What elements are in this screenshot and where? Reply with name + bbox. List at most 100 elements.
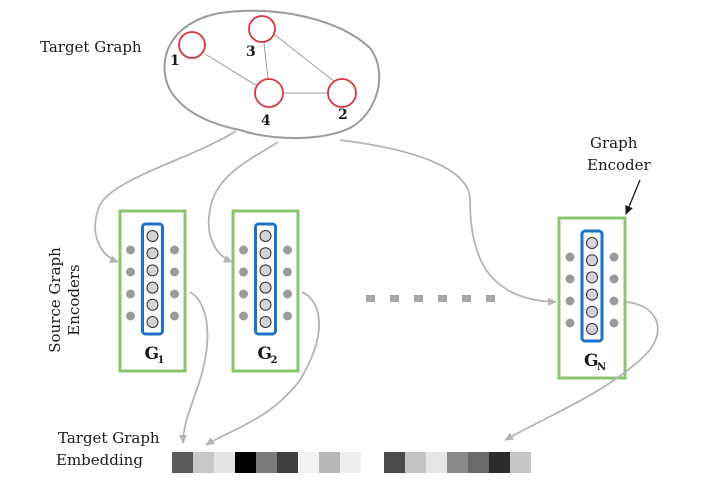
graph-encoder-label-1: Graph	[590, 134, 638, 152]
input-dot	[126, 245, 135, 255]
encoder-subscript: 1	[158, 355, 165, 366]
source-encoders-label-1: Source Graph	[46, 247, 64, 353]
encoder-subscript: N	[597, 362, 606, 373]
neuron	[146, 316, 159, 328]
embedding-cell	[298, 452, 319, 473]
ellipsis-dot	[390, 295, 399, 302]
embedding-cell	[235, 452, 256, 473]
graph-encoder-label-2: Encoder	[587, 156, 652, 174]
graph-node-2-label: 2	[338, 107, 348, 123]
input-dot	[126, 311, 135, 321]
output-dot	[609, 296, 619, 306]
graph-node-1	[178, 31, 206, 59]
output-dot	[283, 267, 292, 277]
input-dot	[126, 289, 135, 299]
edge-3-4	[263, 42, 269, 80]
source-encoders-label-2: Encoders	[65, 264, 83, 335]
encoder-label: G	[258, 344, 273, 364]
input-dot	[565, 274, 575, 284]
input-dot	[565, 296, 575, 306]
arrow-from-encoder-1	[179, 291, 209, 444]
output-dot	[170, 267, 179, 277]
output-dot	[609, 252, 619, 262]
embedding-cell	[256, 452, 277, 473]
encoder-2: G2	[231, 209, 300, 373]
embedding-vector	[172, 452, 531, 473]
embedding-cell	[489, 452, 510, 473]
input-dot	[239, 289, 248, 299]
graph-edges	[204, 34, 336, 94]
neuron	[586, 323, 598, 335]
output-dot	[170, 245, 179, 255]
arrow-from-encoder-2	[205, 291, 321, 446]
embedding-cell	[277, 452, 298, 473]
neuron	[146, 247, 159, 260]
neuron	[146, 281, 159, 294]
graph-node-4	[254, 78, 284, 108]
neuron	[259, 316, 272, 328]
input-dot	[239, 311, 248, 321]
embedding-cell	[193, 452, 214, 473]
neuron	[259, 247, 272, 260]
embedding-cell	[214, 452, 235, 473]
neuron	[586, 237, 598, 249]
graph-encoder-pointer	[625, 179, 641, 215]
neuron	[259, 230, 272, 242]
target-graph-label: Target Graph	[40, 38, 142, 56]
ellipsis-dot	[366, 295, 375, 302]
arrow-from-encoder-n	[504, 301, 659, 441]
output-dot	[283, 311, 292, 321]
graph-nodes	[178, 15, 357, 108]
neuron	[259, 281, 272, 294]
input-dot	[239, 245, 248, 255]
encoder-label: G	[584, 351, 599, 371]
edge-1-4	[204, 53, 258, 87]
output-dot	[170, 289, 179, 299]
graph-node-4-label: 4	[261, 113, 271, 129]
embedding-label-2: Embedding	[56, 451, 143, 469]
embedding-label-1: Target Graph	[58, 429, 160, 447]
neuron	[259, 264, 272, 277]
ellipsis-dot	[414, 295, 423, 302]
input-dot	[565, 318, 575, 328]
arrow-to-encoder-1	[94, 130, 237, 263]
neuron	[586, 305, 598, 318]
encoder-3: GN	[557, 216, 627, 380]
embedding-cell	[468, 452, 489, 473]
input-dot	[239, 267, 248, 277]
neuron	[259, 298, 272, 311]
embedding-cell	[340, 452, 361, 473]
neuron	[146, 298, 159, 311]
arrow-to-encoder-n	[339, 139, 557, 306]
output-arrows	[179, 291, 659, 446]
embedding-cell	[319, 452, 340, 473]
encoder-label: G	[145, 344, 160, 364]
neuron	[586, 288, 598, 301]
graph-node-2	[327, 78, 357, 108]
ellipsis-dot	[462, 295, 471, 302]
embedding-cell	[426, 452, 447, 473]
encoder-1: G1	[118, 209, 187, 373]
graph-node-3-label: 3	[246, 44, 256, 60]
edge-3-2	[274, 34, 336, 83]
output-dot	[609, 274, 619, 284]
ellipsis-dots	[366, 295, 495, 302]
embedding-cell	[384, 452, 405, 473]
ellipsis-dot	[438, 295, 447, 302]
embedding-cell	[405, 452, 426, 473]
input-dot	[565, 252, 575, 262]
neuron	[146, 264, 159, 277]
arrow-to-encoder-2	[207, 141, 279, 263]
neuron	[586, 271, 598, 284]
output-dot	[609, 318, 619, 328]
ellipsis-dot	[486, 295, 495, 302]
embedding-cell	[510, 452, 531, 473]
neuron	[586, 254, 598, 267]
encoder-subscript: 2	[271, 355, 278, 366]
neuron	[146, 230, 159, 242]
embedding-cell	[447, 452, 468, 473]
output-dot	[170, 311, 179, 321]
output-dot	[283, 289, 292, 299]
